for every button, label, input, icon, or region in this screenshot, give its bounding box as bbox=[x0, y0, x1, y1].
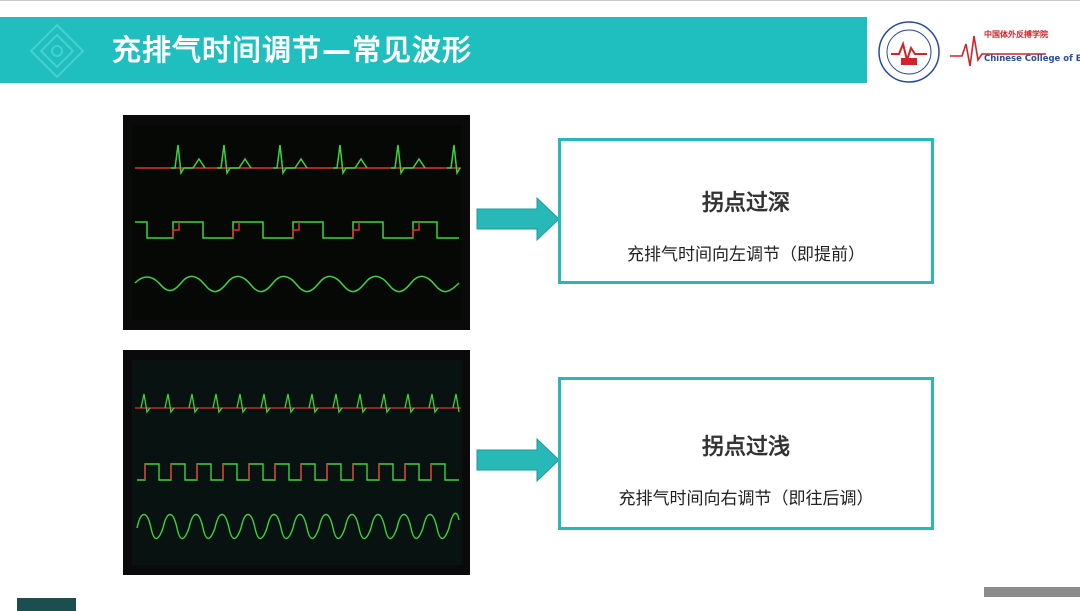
footer-accent-right bbox=[984, 587, 1080, 597]
box-description: 充排气时间向左调节（即提前） bbox=[627, 245, 865, 265]
monitor-image-deep bbox=[123, 115, 470, 330]
arrow-right-icon bbox=[476, 196, 560, 242]
info-box-deep: 拐点过深 充排气时间向左调节（即提前） bbox=[558, 138, 934, 284]
header-bar bbox=[0, 17, 867, 83]
info-box-shallow: 拐点过浅 充排气时间向右调节（即往后调） bbox=[558, 377, 934, 530]
ecp-branch-logo bbox=[878, 21, 940, 83]
box-title: 拐点过深 bbox=[701, 191, 790, 216]
box-description: 充排气时间向右调节（即往后调） bbox=[618, 489, 874, 509]
college-logo bbox=[950, 35, 1046, 67]
arrow-right-icon bbox=[476, 437, 560, 483]
footer-accent-left bbox=[17, 598, 76, 611]
monitor-image-shallow bbox=[123, 350, 470, 575]
box-title: 拐点过浅 bbox=[701, 435, 790, 460]
diamond-pattern-icon bbox=[29, 23, 85, 79]
page-title: 充排气时间调节—常见波形 bbox=[112, 33, 473, 67]
college-logo-en-text: Chinese College of ECP bbox=[984, 54, 1080, 64]
slide-top-border bbox=[0, 0, 1080, 1]
college-logo-cn-text: 中国体外反搏学院 bbox=[984, 29, 1048, 39]
